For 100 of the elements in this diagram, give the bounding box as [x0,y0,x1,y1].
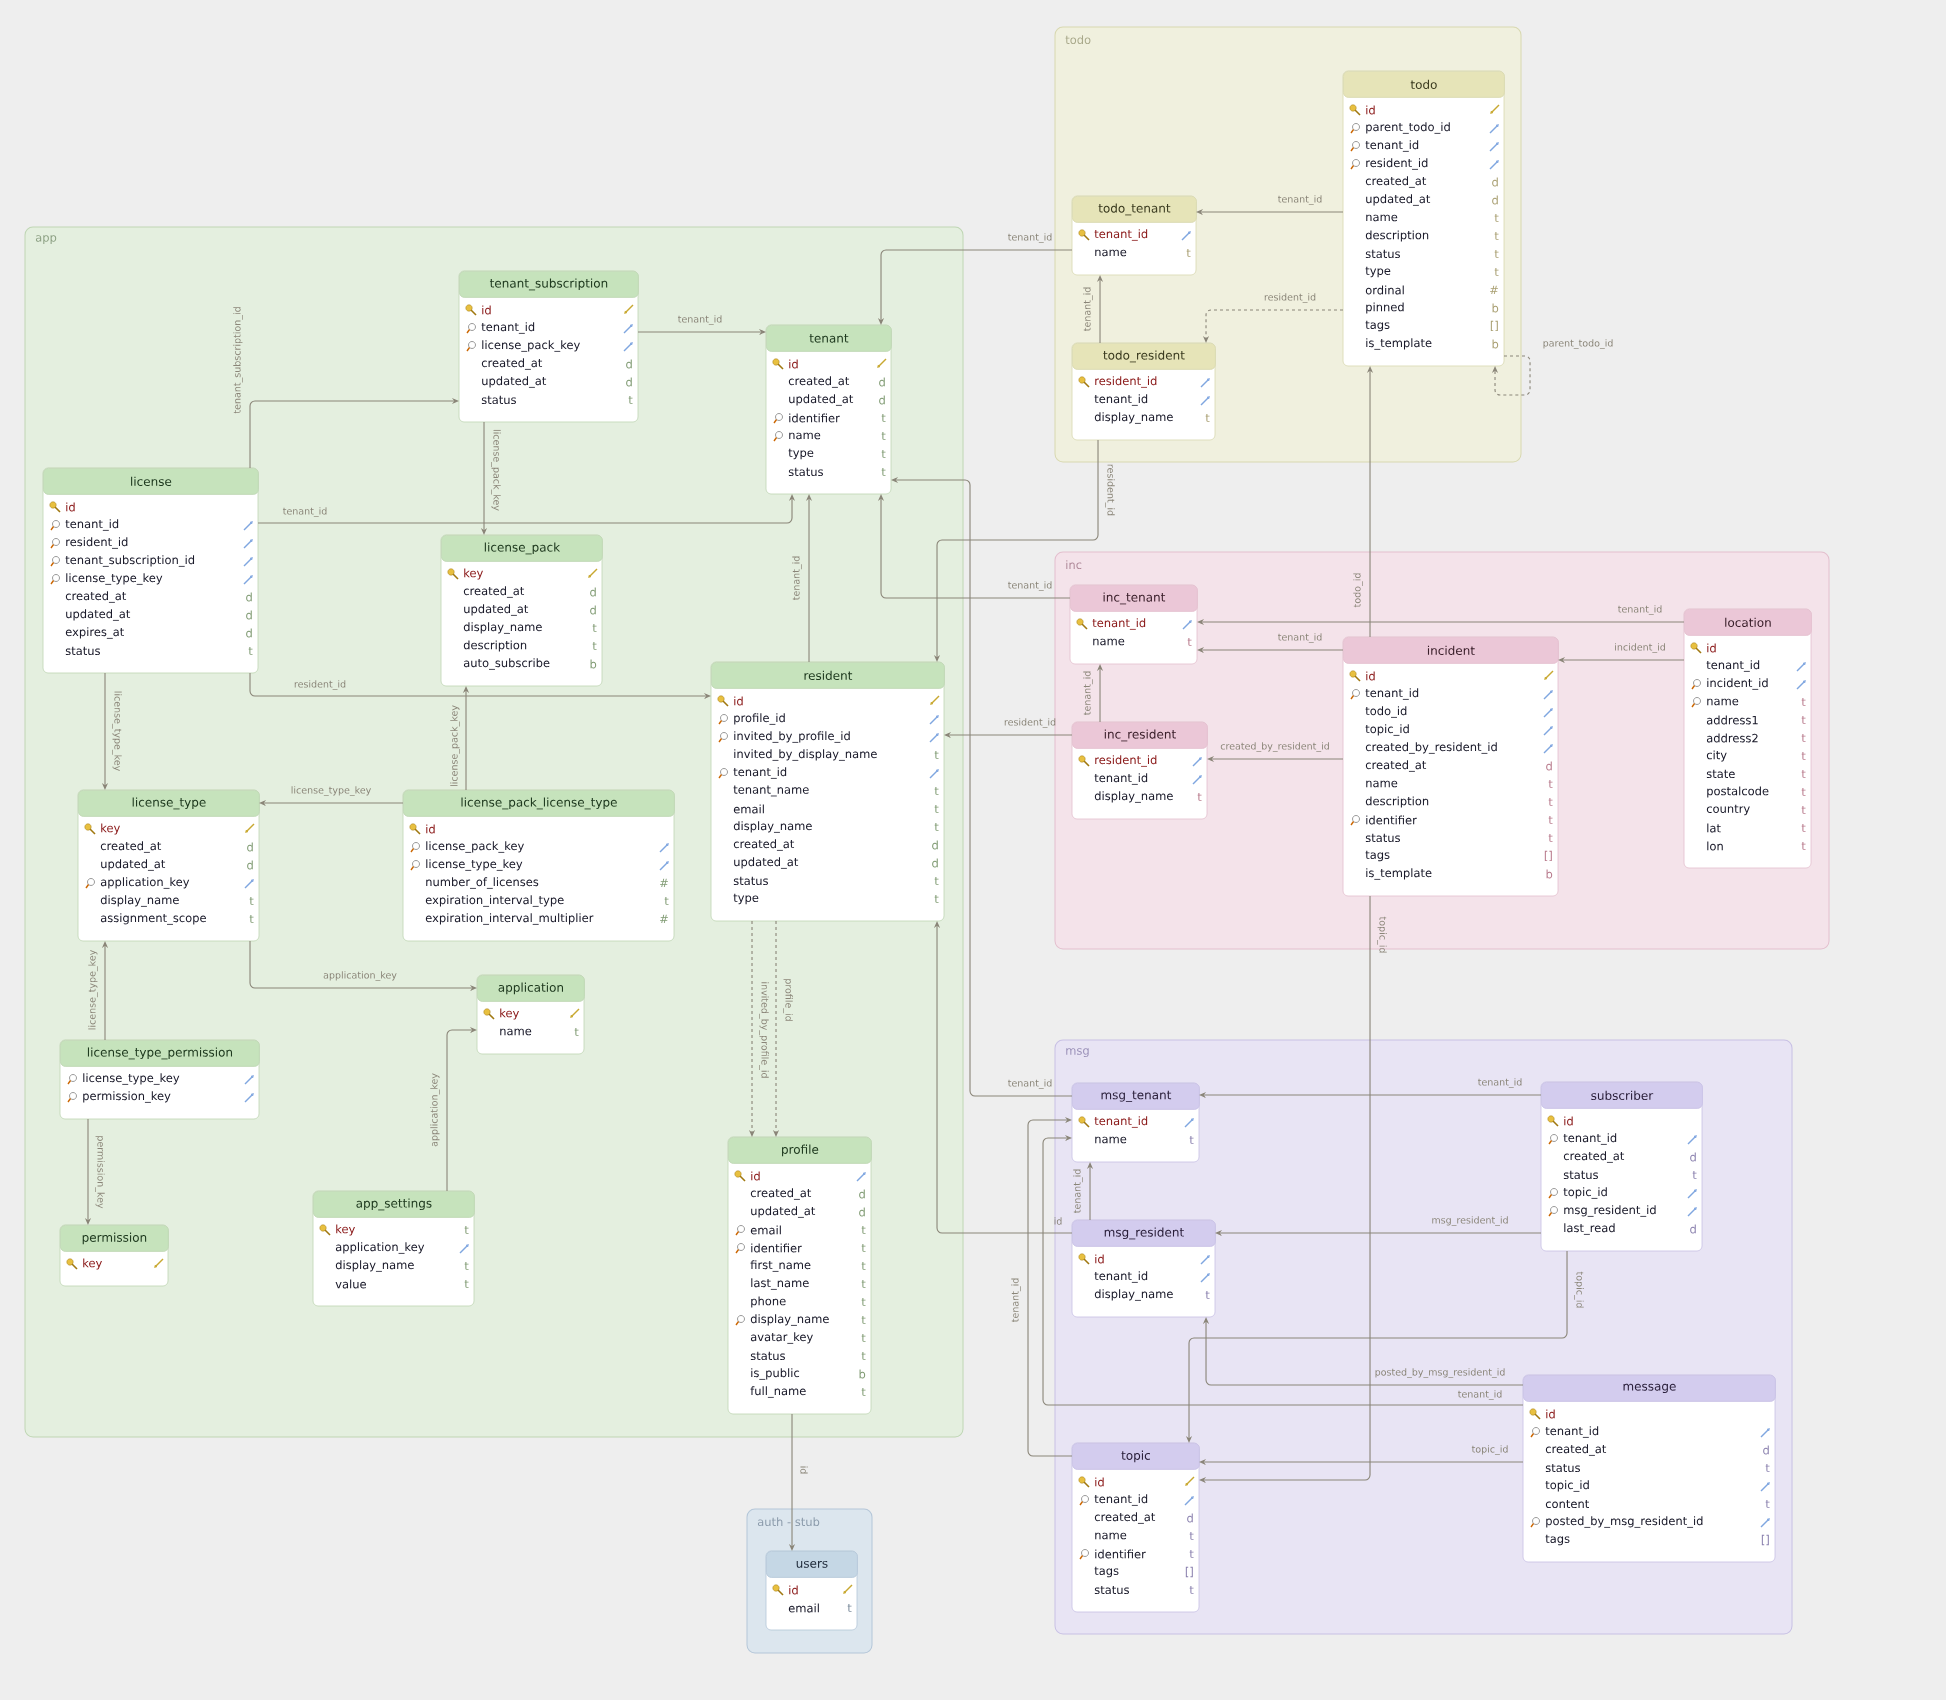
column-name: resident_id [1366,158,1428,170]
column-name: id [426,824,435,834]
type-letter: d [859,1207,865,1217]
column-name: status [1563,1170,1598,1180]
column-name: tenant_id [1365,140,1419,152]
table-header: license_pack [441,535,603,562]
type-letter: t [861,1243,866,1253]
type-letter: t [1548,779,1553,789]
type-letter: t [934,876,939,886]
type-letter: t [861,1333,866,1343]
type-letter: d [626,377,632,387]
edge-label: profile_id [783,979,793,1021]
type-letter: t [1801,787,1806,797]
column-name: tenant_id [1094,229,1148,241]
column-name: created_at [1365,760,1427,772]
table-header: resident [711,662,945,689]
column-name: pinned [1366,302,1404,314]
type-letter: d [859,1189,865,1199]
type-letter: d [590,587,596,597]
type-letter: t [934,822,939,832]
column-name: name [1095,1136,1127,1144]
edge-label: id [800,1466,808,1474]
type-letter: t [664,896,669,906]
type-letter: t [592,641,597,651]
column-name: name [1095,1532,1127,1540]
edge-label: incident_id [1615,643,1665,653]
column-name: id [1366,105,1375,115]
type-letter: t [628,395,633,404]
column-name: incident_id [1707,678,1768,690]
column-name: resident_id [66,537,128,549]
column-name: created_at [788,376,850,388]
column-name: name [1366,780,1398,788]
column-name: identifier [1366,815,1417,825]
type-letter: # [660,914,668,924]
column-name: posted_by_msg_resident_id [1546,1516,1703,1528]
column-name: invited_by_profile_id [734,731,850,743]
column-name: created_at [733,839,795,851]
type-letter: t [881,431,886,440]
column-name: id [1564,1116,1573,1126]
type-letter: t [1801,805,1806,815]
table-header: tenant [766,325,892,352]
column-name: first_name [750,1260,811,1272]
column-name: created_at [100,841,162,853]
edge-label: application_key [430,1073,440,1147]
type-letter: t [1801,769,1806,779]
type-letter: t [861,1315,866,1325]
column-name: id [482,305,491,315]
type-letter: d [247,842,253,852]
type-letter: # [660,878,668,888]
column-name: license_type_key [66,573,163,585]
type-letter: t [847,1603,852,1613]
table-header: users [766,1551,858,1578]
edge-label: tenant_id [792,556,802,600]
edge-label: invited_by_profile_id [759,982,769,1078]
type-letter: t [861,1351,866,1361]
column-name: display_name [100,895,179,907]
column-name: updated_at [482,376,547,388]
edge-label: posted_by_msg_resident_id [1375,1368,1505,1378]
edge-label: topic_id [1471,1445,1508,1455]
type-letter: t [1189,1135,1194,1145]
edge-label: tenant_id [1458,1390,1502,1400]
type-letter: t [1801,715,1806,725]
type-letter: t [1494,213,1499,222]
column-name: status [733,876,768,886]
column-name: tenant_id [1563,1133,1617,1145]
type-letter: d [932,858,938,868]
type-letter: t [464,1225,469,1235]
type-letter: t [881,413,886,422]
column-name: tags [1094,1566,1119,1578]
column-name: tenant_id [1094,1271,1148,1283]
column-name: id [1095,1254,1104,1264]
column-name: last_read [1564,1223,1615,1235]
relationship-line [1199,895,1371,1484]
column-name: updated_at [789,394,854,406]
column-name: parent_todo_id [1366,122,1450,134]
column-name: full_name [750,1386,806,1398]
table-header: todo_tenant [1072,196,1197,223]
type-letter: t [1548,797,1553,807]
edge-label: tenant_id [282,507,327,517]
column-name: status [481,395,516,405]
column-name: topic_id [1563,1187,1607,1199]
column-name: key [83,1258,102,1270]
column-name: license_type_key [426,859,523,871]
column-name: name [1093,638,1125,646]
table-header: tenant_subscription [459,271,639,298]
column-name: status [1094,1585,1129,1595]
column-name: topic_id [1365,724,1409,736]
column-name: number_of_licenses [426,877,539,889]
type-letter: # [1490,285,1498,295]
column-name: assignment_scope [100,913,206,925]
column-name: updated_at [1366,194,1431,206]
column-name: created_at [750,1188,812,1200]
type-letter: t [1189,1531,1194,1541]
relationship-line [446,1026,477,1192]
column-name: email [788,1603,819,1613]
type-letter: d [1492,195,1498,205]
column-name: lat [1707,823,1721,833]
type-letter: d [1492,177,1498,187]
column-name: description [1365,796,1429,808]
type-letter: [] [1185,1566,1193,1578]
